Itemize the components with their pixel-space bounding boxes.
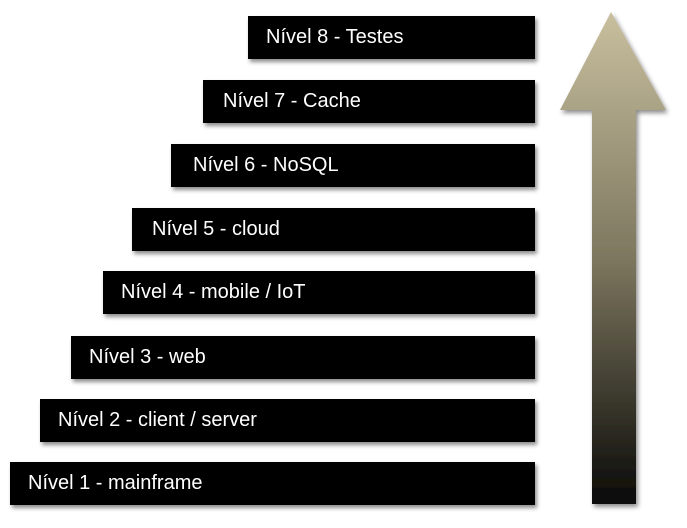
step-level-4: Nível 4 - mobile / IoT xyxy=(103,271,535,314)
step-level-1: Nível 1 - mainframe xyxy=(10,462,535,505)
step-level-5: Nível 5 - cloud xyxy=(132,208,535,251)
step-level-7: Nível 7 - Cache xyxy=(203,80,535,123)
step-label-level-4: Nível 4 - mobile / IoT xyxy=(121,281,306,303)
step-label-level-2: Nível 2 - client / server xyxy=(58,409,257,431)
step-label-level-7: Nível 7 - Cache xyxy=(223,90,361,112)
step-label-level-3: Nível 3 - web xyxy=(89,346,206,368)
step-label-level-8: Nível 8 - Testes xyxy=(266,26,404,48)
step-label-level-6: Nível 6 - NoSQL xyxy=(193,154,339,176)
step-level-3: Nível 3 - web xyxy=(71,336,535,379)
step-level-6: Nível 6 - NoSQL xyxy=(171,144,535,187)
step-level-2: Nível 2 - client / server xyxy=(40,399,535,442)
step-label-level-1: Nível 1 - mainframe xyxy=(28,472,203,494)
step-level-8: Nível 8 - Testes xyxy=(248,16,535,59)
step-label-level-5: Nível 5 - cloud xyxy=(152,218,280,240)
arrow-shape xyxy=(560,12,666,504)
up-arrow-icon xyxy=(560,12,666,504)
